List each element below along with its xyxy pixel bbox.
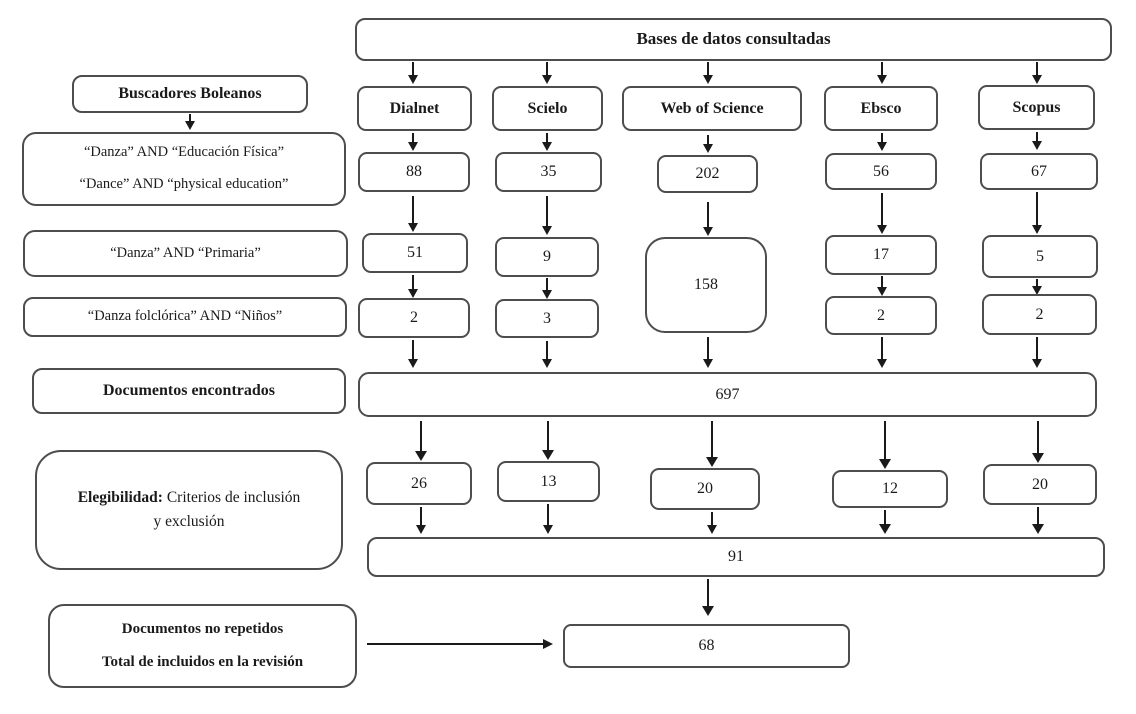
count-dialnet-eligible: 26	[366, 462, 472, 505]
arrow-down-icon	[412, 275, 414, 290]
count-ebsco-step3: 2	[825, 296, 937, 335]
arrow-down-icon	[1037, 421, 1039, 454]
arrow-down-icon	[546, 278, 548, 291]
count-dialnet-step1: 88	[358, 152, 470, 192]
arrow-down-icon	[546, 62, 548, 76]
arrow-down-icon	[711, 512, 713, 526]
arrow-down-icon	[1036, 62, 1038, 76]
arrow-down-icon	[546, 196, 548, 227]
arrow-down-icon	[707, 337, 709, 360]
arrow-down-icon	[1037, 507, 1039, 525]
arrow-down-icon	[881, 193, 883, 226]
count-scielo-step3: 3	[495, 299, 599, 338]
arrow-down-icon	[884, 421, 886, 460]
db-dialnet-box: Dialnet	[357, 86, 472, 131]
final-line: Total de incluidos en la revisión	[101, 654, 304, 670]
count-dialnet-step3: 2	[358, 298, 470, 338]
arrow-down-icon	[547, 504, 549, 526]
documents-found-label-box: Documentos encontrados	[32, 368, 346, 414]
arrow-down-icon	[420, 507, 422, 526]
arrow-down-icon	[707, 135, 709, 145]
count-wos-step1: 202	[657, 155, 758, 193]
final-line: Documentos no repetidos	[121, 621, 284, 637]
arrow-down-icon	[412, 196, 414, 224]
arrow-down-icon	[412, 340, 414, 360]
count-wos-step2: 158	[645, 237, 767, 333]
arrow-down-icon	[711, 421, 713, 458]
arrow-down-icon	[707, 62, 709, 76]
arrow-down-icon	[884, 510, 886, 525]
count-dialnet-step2: 51	[362, 233, 468, 273]
count-scopus-eligible: 20	[983, 464, 1097, 505]
boolean-searchers-box: Buscadores Boleanos	[72, 75, 308, 113]
arrow-right-icon	[367, 643, 544, 645]
eligibility-label: Elegibilidad:	[77, 488, 163, 506]
arrow-down-icon	[1036, 192, 1038, 226]
arrow-down-icon	[412, 62, 414, 76]
arrow-down-icon	[412, 133, 414, 143]
query-terms-3-box: “Danza folclórica” AND “Niños”	[23, 297, 347, 337]
count-scopus-step2: 5	[982, 235, 1098, 278]
arrow-down-icon	[420, 421, 422, 452]
arrow-down-icon	[1036, 337, 1038, 360]
arrow-down-icon	[881, 133, 883, 143]
count-ebsco-step2: 17	[825, 235, 937, 275]
arrow-down-icon	[546, 341, 548, 360]
count-wos-eligible: 20	[650, 468, 760, 510]
arrow-down-icon	[707, 579, 709, 607]
db-scopus-box: Scopus	[978, 85, 1095, 130]
arrow-down-icon	[189, 114, 191, 122]
arrow-down-icon	[1036, 279, 1038, 287]
count-scielo-eligible: 13	[497, 461, 600, 502]
db-web-of-science-box: Web of Science	[622, 86, 802, 131]
count-ebsco-eligible: 12	[832, 470, 948, 508]
arrow-down-icon	[546, 133, 548, 143]
count-scielo-step1: 35	[495, 152, 602, 192]
total-found-box: 697	[358, 372, 1097, 417]
eligibility-box: Elegibilidad: Criterios de inclusión y e…	[35, 450, 343, 570]
arrow-down-icon	[707, 202, 709, 228]
arrow-down-icon	[881, 276, 883, 288]
query-terms-1-box: “Danza” AND “Educación Física” “Dance” A…	[22, 132, 346, 206]
db-scielo-box: Scielo	[492, 86, 603, 131]
arrow-down-icon	[1036, 132, 1038, 142]
total-after-criteria-box: 91	[367, 537, 1105, 577]
arrow-down-icon	[881, 62, 883, 76]
header-box: Bases de datos consultadas	[355, 18, 1112, 61]
count-scielo-step2: 9	[495, 237, 599, 277]
arrow-down-icon	[547, 421, 549, 451]
final-documents-box: Documentos no repetidos Total de incluid…	[48, 604, 357, 688]
db-ebsco-box: Ebsco	[824, 86, 938, 131]
arrow-down-icon	[881, 337, 883, 360]
query-terms-2-box: “Danza” AND “Primaria”	[23, 230, 348, 277]
query-line: “Danza” AND “Educación Física”	[83, 144, 285, 161]
count-scopus-step3: 2	[982, 294, 1097, 335]
eligibility-criteria: Criterios de inclusión y exclusión	[153, 488, 301, 530]
query-line: “Dance” AND “physical education”	[79, 176, 289, 192]
total-included-box: 68	[563, 624, 850, 668]
count-scopus-step1: 67	[980, 153, 1098, 190]
count-ebsco-step1: 56	[825, 153, 937, 190]
eligibility-text: Elegibilidad: Criterios de inclusión y e…	[75, 486, 303, 534]
